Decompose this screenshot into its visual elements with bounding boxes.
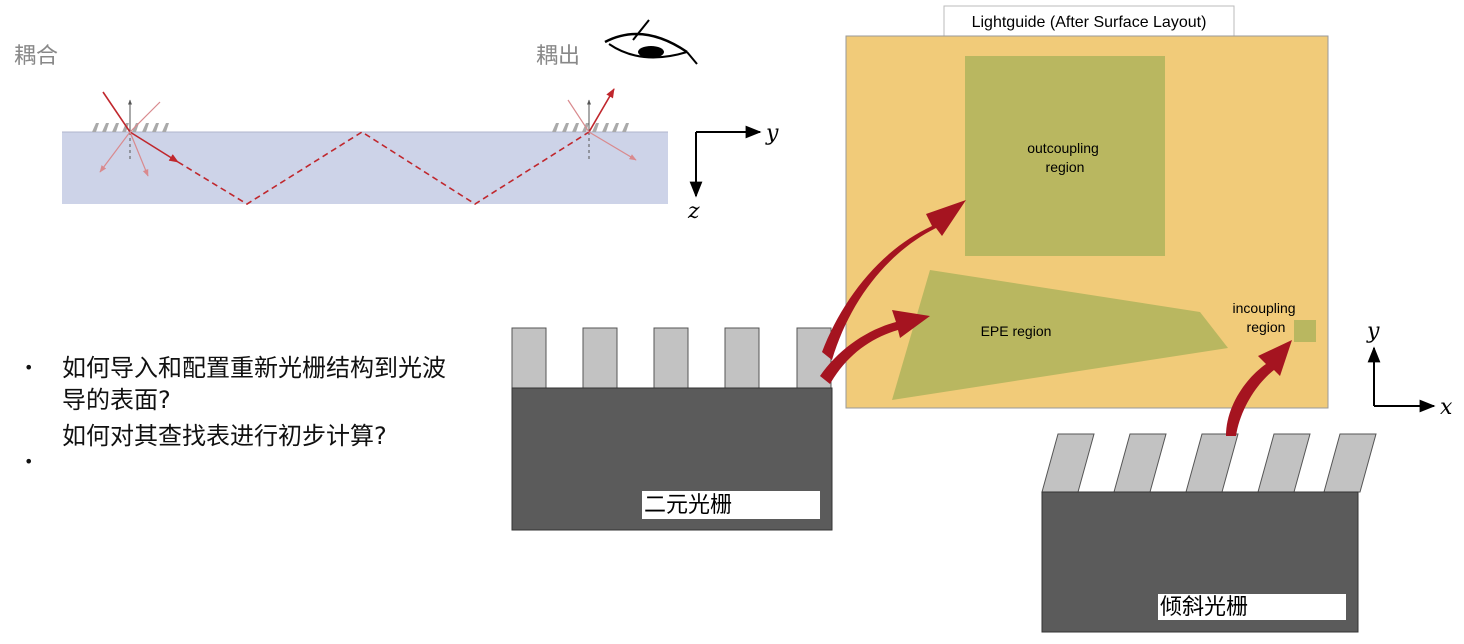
question-list: • 如何导入和配置重新光栅结构到光波导的表面? • 如何对其查找表进行初步计算?	[24, 352, 464, 471]
arrow-to-epe	[820, 310, 930, 384]
arrow-to-incoupling	[1226, 340, 1292, 436]
binary-grating-label: 二元光栅	[644, 493, 732, 518]
incoupling-region	[1294, 320, 1316, 342]
question-item: • 如何导入和配置重新光栅结构到光波导的表面?	[24, 352, 464, 416]
question-text: 如何导入和配置重新光栅结构到光波导的表面?	[62, 354, 446, 414]
bullet-dot: •	[24, 452, 34, 471]
guided-ray-start	[129, 131, 179, 163]
xy-axes: y x	[1366, 319, 1453, 420]
axis-y-label: y	[765, 121, 779, 146]
eye-icon	[604, 19, 698, 65]
outcoupling-label: 耦出	[536, 44, 580, 69]
slanted-grating-label: 倾斜光栅	[1160, 595, 1248, 620]
incoupling-label: 耦合	[14, 44, 58, 69]
lightguide-title: Lightguide (After Surface Layout)	[972, 14, 1207, 31]
axis-x-label: x	[1440, 395, 1453, 420]
mapping-arrows	[820, 200, 1292, 436]
outcoupled-ray	[588, 88, 615, 133]
incoupling-grating-teeth	[92, 123, 169, 132]
outcoupling-region-label-line2: region	[1046, 159, 1085, 175]
slanted-grating: 倾斜光栅	[1041, 433, 1377, 633]
axis-z-label: z	[687, 199, 700, 224]
outcoupling-region-label: outcoupling region	[1027, 140, 1103, 175]
outcoupling-grating-teeth	[552, 123, 629, 132]
lightguide-layout: Lightguide (After Surface Layout) outcou…	[845, 5, 1453, 420]
bullet-dot: •	[24, 358, 34, 377]
incoupling-region-label: incoupling region	[1233, 300, 1300, 335]
outcoupling-region-label-line1: outcoupling	[1027, 140, 1099, 156]
waveguide-diagram: 耦合 耦出	[14, 19, 779, 224]
axis-y2-label: y	[1366, 319, 1380, 344]
outcoupling-region	[965, 56, 1165, 256]
epe-region	[892, 270, 1228, 400]
binary-grating: 二元光栅	[511, 327, 833, 531]
yz-axes: y z	[687, 121, 779, 224]
question-item: • 如何对其查找表进行初步计算?	[24, 420, 464, 471]
waveguide-slab	[62, 132, 668, 204]
incoupling-region-label-line1: incoupling	[1233, 300, 1296, 316]
epe-region-label: EPE region	[981, 323, 1052, 339]
incident-ray	[102, 91, 131, 133]
guided-ray-path	[177, 131, 590, 205]
question-text: 如何对其查找表进行初步计算?	[62, 422, 387, 450]
incoupling-region-label-line2: region	[1247, 319, 1286, 335]
arrow-to-outcoupling	[822, 200, 966, 360]
